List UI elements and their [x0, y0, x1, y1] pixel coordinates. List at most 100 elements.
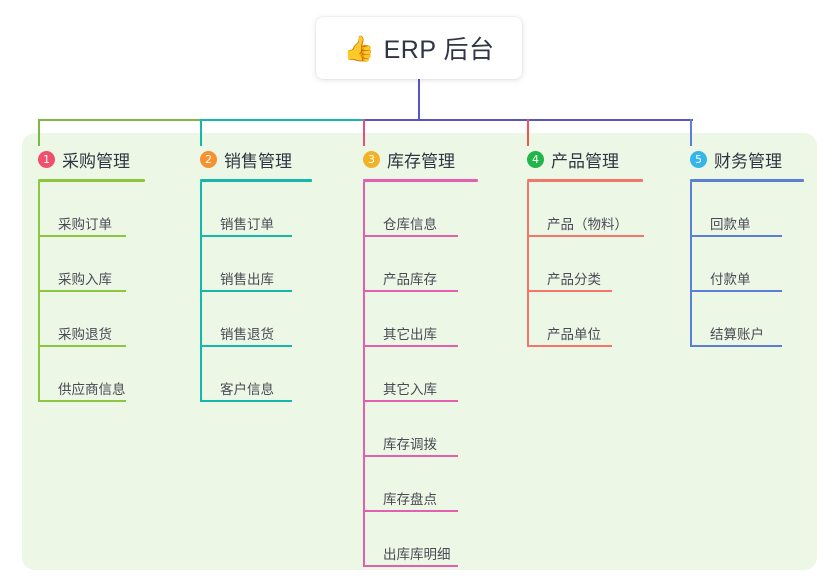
list-item-underline: [363, 400, 458, 402]
bus-line-segment-2: [200, 119, 365, 121]
list-item-underline: [363, 455, 458, 457]
page-title: ERP 后台: [383, 36, 495, 64]
list-item[interactable]: 其它出库: [363, 292, 478, 347]
drop-connector-1: [38, 119, 40, 146]
drop-connector-3: [363, 119, 365, 146]
list-item-underline: [363, 510, 458, 512]
list-item-underline: [527, 235, 644, 237]
column-items-3: 仓库信息产品库存其它出库其它入库库存调拨库存盘点出库库明细: [363, 182, 478, 567]
drop-connector-5: [690, 119, 692, 146]
list-item-label: 库存盘点: [383, 491, 437, 507]
column-badge-1: 1: [38, 150, 55, 168]
list-item-label: 采购入库: [58, 271, 112, 287]
mindmap-panel: [22, 133, 817, 570]
column-badge-2: 2: [200, 150, 217, 168]
list-item-underline: [200, 400, 292, 402]
column-1: 1 采购管理采购订单采购入库采购退货供应商信息: [22, 146, 145, 402]
list-item[interactable]: 结算账户: [690, 292, 804, 347]
list-item-underline: [690, 290, 782, 292]
list-item[interactable]: 供应商信息: [38, 347, 145, 402]
column-underline-3: [363, 179, 478, 182]
list-item-label: 产品（物料）: [547, 216, 628, 232]
thumbs-up-icon: 👍: [343, 34, 375, 63]
column-header-1[interactable]: 1 采购管理: [22, 146, 145, 172]
list-item[interactable]: 回款单: [690, 182, 804, 237]
column-2: 2 销售管理销售订单销售出库销售退货客户信息: [184, 146, 312, 402]
list-item-label: 产品单位: [547, 326, 601, 342]
column-title-5: 财务管理: [714, 151, 782, 171]
column-rail-3: [363, 182, 365, 567]
list-item-underline: [690, 345, 782, 347]
list-item-underline: [363, 235, 458, 237]
column-badge-5: 5: [690, 150, 707, 168]
list-item-label: 销售订单: [220, 216, 274, 232]
column-badge-4: 4: [527, 150, 544, 168]
column-header-5[interactable]: 5 财务管理: [674, 146, 804, 172]
column-header-3[interactable]: 3 库存管理: [347, 146, 478, 172]
column-title-1: 采购管理: [62, 151, 130, 171]
list-item-label: 产品分类: [547, 271, 601, 287]
root-node-card[interactable]: 👍 ERP 后台: [316, 17, 522, 79]
column-underline-4: [527, 179, 643, 182]
list-item[interactable]: 采购订单: [38, 182, 145, 237]
list-item[interactable]: 产品单位: [527, 292, 643, 347]
list-item-underline: [200, 290, 292, 292]
list-item[interactable]: 出库库明细: [363, 512, 478, 567]
list-item[interactable]: 库存盘点: [363, 457, 478, 512]
list-item-label: 销售出库: [220, 271, 274, 287]
list-item-underline: [200, 345, 292, 347]
list-item-label: 库存调拨: [383, 436, 437, 452]
list-item[interactable]: 产品库存: [363, 237, 478, 292]
list-item[interactable]: 销售订单: [200, 182, 312, 237]
column-title-3: 库存管理: [387, 151, 455, 171]
list-item-underline: [38, 345, 126, 347]
list-item-label: 其它出库: [383, 326, 437, 342]
root-stem-connector: [418, 79, 420, 121]
list-item-underline: [363, 565, 458, 567]
list-item[interactable]: 付款单: [690, 237, 804, 292]
list-item-label: 客户信息: [220, 381, 274, 397]
list-item-underline: [363, 345, 458, 347]
list-item[interactable]: 采购入库: [38, 237, 145, 292]
list-item-underline: [38, 235, 126, 237]
list-item-label: 采购订单: [58, 216, 112, 232]
column-underline-5: [690, 179, 804, 182]
column-underline-1: [38, 179, 145, 182]
list-item[interactable]: 产品分类: [527, 237, 643, 292]
column-badge-3: 3: [363, 150, 380, 168]
drop-connector-4: [527, 119, 529, 146]
drop-connector-2: [200, 119, 202, 146]
list-item-underline: [690, 235, 782, 237]
list-item[interactable]: 产品（物料）: [527, 182, 644, 237]
column-items-5: 回款单付款单结算账户: [690, 182, 804, 347]
list-item-label: 产品库存: [383, 271, 437, 287]
list-item[interactable]: 仓库信息: [363, 182, 478, 237]
list-item[interactable]: 客户信息: [200, 347, 312, 402]
list-item[interactable]: 其它入库: [363, 347, 478, 402]
list-item[interactable]: 销售退货: [200, 292, 312, 347]
column-underline-2: [200, 179, 312, 182]
column-5: 5 财务管理回款单付款单结算账户: [674, 146, 804, 347]
column-items-2: 销售订单销售出库销售退货客户信息: [200, 182, 312, 402]
list-item[interactable]: 采购退货: [38, 292, 145, 347]
list-item-label: 采购退货: [58, 326, 112, 342]
column-title-2: 销售管理: [224, 151, 292, 171]
list-item-label: 仓库信息: [383, 216, 437, 232]
bus-line-segment-1: [38, 119, 202, 121]
column-rail-1: [38, 182, 40, 402]
column-rail-5: [690, 182, 692, 347]
column-3: 3 库存管理仓库信息产品库存其它出库其它入库库存调拨库存盘点出库库明细: [347, 146, 478, 567]
list-item-underline: [527, 290, 612, 292]
list-item-label: 供应商信息: [58, 381, 126, 397]
list-item-underline: [363, 290, 458, 292]
list-item-label: 其它入库: [383, 381, 437, 397]
list-item[interactable]: 库存调拨: [363, 402, 478, 457]
list-item-underline: [38, 400, 126, 402]
list-item[interactable]: 销售出库: [200, 237, 312, 292]
column-header-2[interactable]: 2 销售管理: [184, 146, 312, 172]
list-item-label: 出库库明细: [383, 546, 451, 562]
list-item-label: 结算账户: [710, 326, 764, 342]
column-rail-2: [200, 182, 202, 402]
